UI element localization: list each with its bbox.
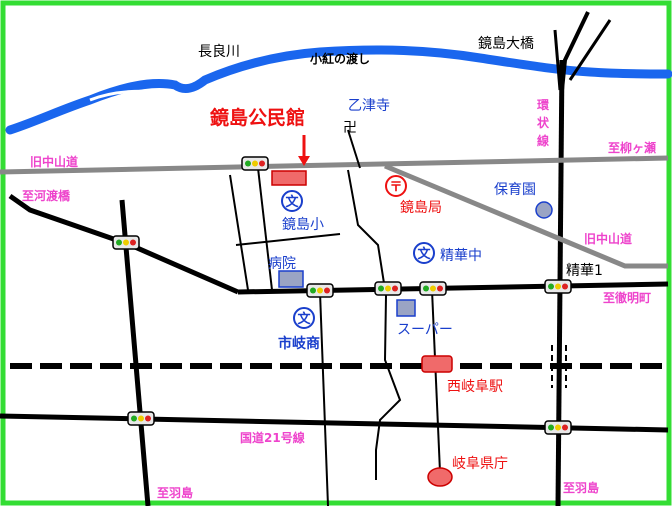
page-title: 鏡島公民館 xyxy=(210,106,305,129)
bridge-road-ramp xyxy=(560,11,590,91)
svg-text:文: 文 xyxy=(285,194,299,210)
pref-office-label: 岐阜県庁 xyxy=(452,455,508,472)
traffic-light-icon xyxy=(544,279,572,294)
seika1-label: 精華1 xyxy=(566,263,603,279)
traffic-light-icon xyxy=(306,283,334,298)
svg-text:文: 文 xyxy=(417,246,431,262)
school-ichigisho-label: 市岐商 xyxy=(278,335,320,352)
road-kawatohashi xyxy=(8,193,239,295)
traffic-light-icon xyxy=(544,420,572,435)
post-office-label: 鏡島局 xyxy=(400,200,442,216)
school-seika-label: 精華中 xyxy=(440,248,482,264)
ferry-label: 小紅の渡し xyxy=(310,51,370,66)
thin-road-4 xyxy=(319,291,329,506)
to-hashima-left-label: 至羽島 xyxy=(157,485,193,500)
pref-office-marker xyxy=(427,467,453,487)
bridge-road-ramp-2 xyxy=(568,19,612,81)
svg-text:文: 文 xyxy=(297,311,311,327)
temple-icon: 卍 xyxy=(343,120,357,136)
station-building xyxy=(421,355,453,373)
thin-road-3 xyxy=(235,233,341,246)
route21-label: 国道21号線 xyxy=(240,430,305,445)
supermarket-building xyxy=(396,299,416,317)
arrow-head xyxy=(298,156,310,166)
kyu-nakasendo xyxy=(0,155,669,175)
nursery-marker xyxy=(535,201,553,219)
ring-road-label-1: 環 xyxy=(537,98,550,112)
river-bend xyxy=(89,89,161,102)
kyu-nakasendo-left-label: 旧中山道 xyxy=(30,154,78,169)
school-kagashima-label: 鏡島小 xyxy=(282,217,324,233)
thin-road-5 xyxy=(347,169,402,480)
to-hashima-right-label: 至羽島 xyxy=(563,480,599,495)
school-icon: 文 xyxy=(413,242,435,264)
thin-road-1 xyxy=(229,174,249,291)
bridge-label: 鏡島大橋 xyxy=(478,36,534,52)
temple-label: 乙津寺 xyxy=(348,98,390,114)
ring-road-label-2: 状 xyxy=(537,115,550,130)
supermarket-label: スーパー xyxy=(397,322,453,338)
to-tetsumei-label: 至徹明町 xyxy=(603,290,651,305)
traffic-light-icon xyxy=(419,281,447,296)
to-yanagase-label: 至柳ヶ瀬 xyxy=(608,140,656,155)
to-kawatohashi-label: 至河渡橋 xyxy=(22,188,71,203)
nursery-label: 保育園 xyxy=(494,182,536,198)
river-name: 長良川 xyxy=(198,44,240,60)
kyu-nakasendo-right-label: 旧中山道 xyxy=(584,231,632,246)
school-icon: 文 xyxy=(281,190,303,212)
bridge-road xyxy=(553,29,562,91)
kominkan-building xyxy=(271,170,307,186)
station-label: 西岐阜駅 xyxy=(447,378,503,395)
traffic-light-icon xyxy=(112,235,140,250)
hospital-building xyxy=(278,270,304,288)
hospital-label: 病院 xyxy=(268,256,296,272)
school-icon: 文 xyxy=(293,307,315,329)
thin-road-6 xyxy=(347,129,361,169)
traffic-light-icon xyxy=(374,281,402,296)
post-office-icon: 〒 xyxy=(385,175,407,197)
kyu-nakasendo-branch xyxy=(384,163,668,269)
thin-road-7 xyxy=(431,289,441,473)
traffic-light-icon xyxy=(241,156,269,171)
traffic-light-icon xyxy=(127,411,155,426)
road-hashima-left xyxy=(119,199,151,506)
svg-text:〒: 〒 xyxy=(389,180,402,195)
thin-road-2 xyxy=(257,167,273,291)
ring-road-label-3: 線 xyxy=(537,133,549,148)
